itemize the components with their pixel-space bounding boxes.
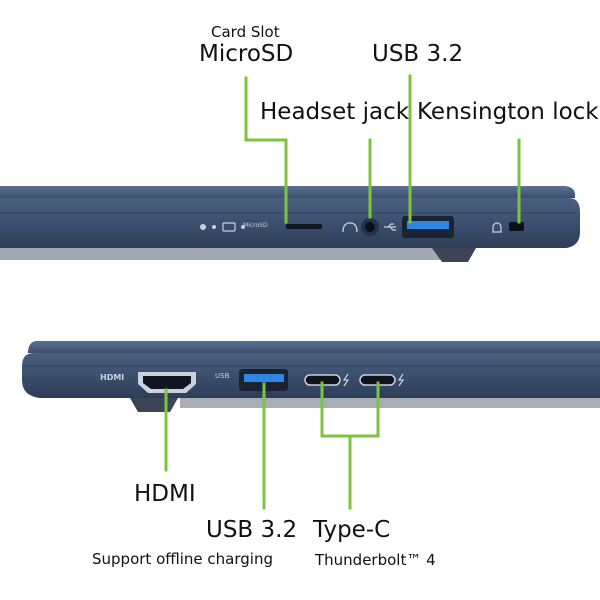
- hdmi-engraving: HDMI: [100, 373, 125, 382]
- usb-offline-charging-caption: Support offline charging: [92, 550, 273, 568]
- usb-icon: [384, 223, 396, 231]
- laptop-left-side: [22, 341, 600, 510]
- usb-label-right: USB 3.2: [372, 41, 464, 67]
- microsd-label: MicroSD: [199, 41, 294, 67]
- type-c-label: Type-C: [313, 517, 391, 543]
- type-c-ports: [304, 373, 405, 387]
- leader-microsd: [244, 76, 288, 224]
- battery-led-icon: [241, 225, 245, 229]
- leader-lines-top: [244, 74, 521, 224]
- status-indicator-icons: [200, 222, 245, 232]
- card-slot-caption: Card Slot: [211, 23, 280, 41]
- battery-icon: [222, 222, 236, 232]
- light-sensor-icon: [200, 224, 206, 230]
- leader-lines-bottom: [164, 381, 380, 510]
- usb-engraving: USB: [215, 372, 230, 380]
- power-led-icon: [212, 225, 216, 229]
- headset-jack-label: Headset jack: [260, 99, 410, 125]
- thunderbolt-icon-1: [342, 373, 350, 387]
- laptop-right-side: [0, 74, 580, 262]
- base-edge: [0, 198, 580, 248]
- rubber-foot: [130, 398, 178, 412]
- lid-edge: [28, 341, 600, 353]
- usb-a-port-right: [402, 216, 454, 238]
- hdmi-port: [138, 372, 196, 393]
- bottom-vent-shadow: [0, 248, 440, 260]
- thunderbolt-icon-2: [397, 373, 405, 387]
- thunderbolt-caption: Thunderbolt™ 4: [315, 551, 436, 569]
- microsd-slot: [286, 224, 322, 229]
- headset-jack-port: [342, 218, 379, 236]
- lock-slot: [509, 222, 524, 231]
- hdmi-label: HDMI: [134, 481, 196, 507]
- kensington-lock-label: Kensington lock: [417, 99, 599, 125]
- lock-icon: [492, 222, 502, 233]
- rubber-foot: [432, 248, 476, 262]
- jack-hole: [365, 222, 375, 232]
- usb-label-left: USB 3.2: [206, 517, 298, 543]
- kensington-lock-port: [492, 222, 524, 233]
- usb-a-port-left: [239, 369, 288, 391]
- bottom-vent-shadow: [180, 398, 600, 408]
- microsd-engraving: MicroSD: [243, 222, 268, 229]
- headset-icon: [342, 222, 358, 233]
